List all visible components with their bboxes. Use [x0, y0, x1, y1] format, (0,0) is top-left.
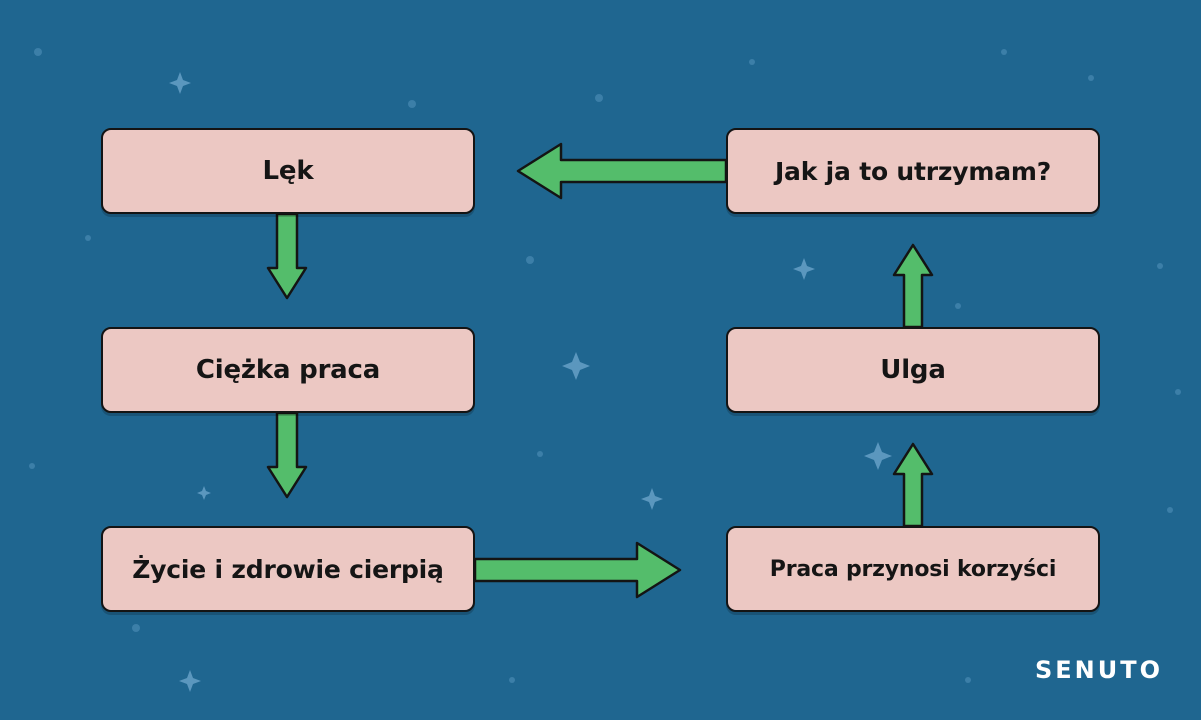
- node-zycie-zdrowie: Życie i zdrowie cierpią: [101, 526, 475, 612]
- arrow-zycie-to-praca-korzysci: [473, 541, 682, 599]
- node-jak-utrzymam: Jak ja to utrzymam?: [726, 128, 1100, 214]
- node-zycie-zdrowie-label: Życie i zdrowie cierpią: [132, 554, 444, 584]
- node-lek: Lęk: [101, 128, 475, 214]
- node-ciezka-praca: Ciężka praca: [101, 327, 475, 413]
- arrow-ulga-to-jak-utrzymam: [892, 243, 934, 329]
- arrow-praca-korzysci-to-ulga: [892, 442, 934, 528]
- node-jak-utrzymam-label: Jak ja to utrzymam?: [774, 156, 1052, 186]
- senuto-logo: SENUTO: [1034, 656, 1163, 684]
- arrow-lek-to-ciezka-praca: [266, 212, 308, 300]
- node-ciezka-praca-label: Ciężka praca: [195, 355, 381, 385]
- node-praca-korzysci: Praca przynosi korzyści: [726, 526, 1100, 612]
- arrow-jak-utrzymam-to-lek: [516, 142, 728, 200]
- node-ulga-label: Ulga: [880, 355, 946, 385]
- node-ulga: Ulga: [726, 327, 1100, 413]
- node-lek-label: Lęk: [262, 156, 314, 186]
- node-praca-korzysci-label: Praca przynosi korzyści: [769, 556, 1057, 582]
- arrow-ciezka-praca-to-zycie: [266, 411, 308, 499]
